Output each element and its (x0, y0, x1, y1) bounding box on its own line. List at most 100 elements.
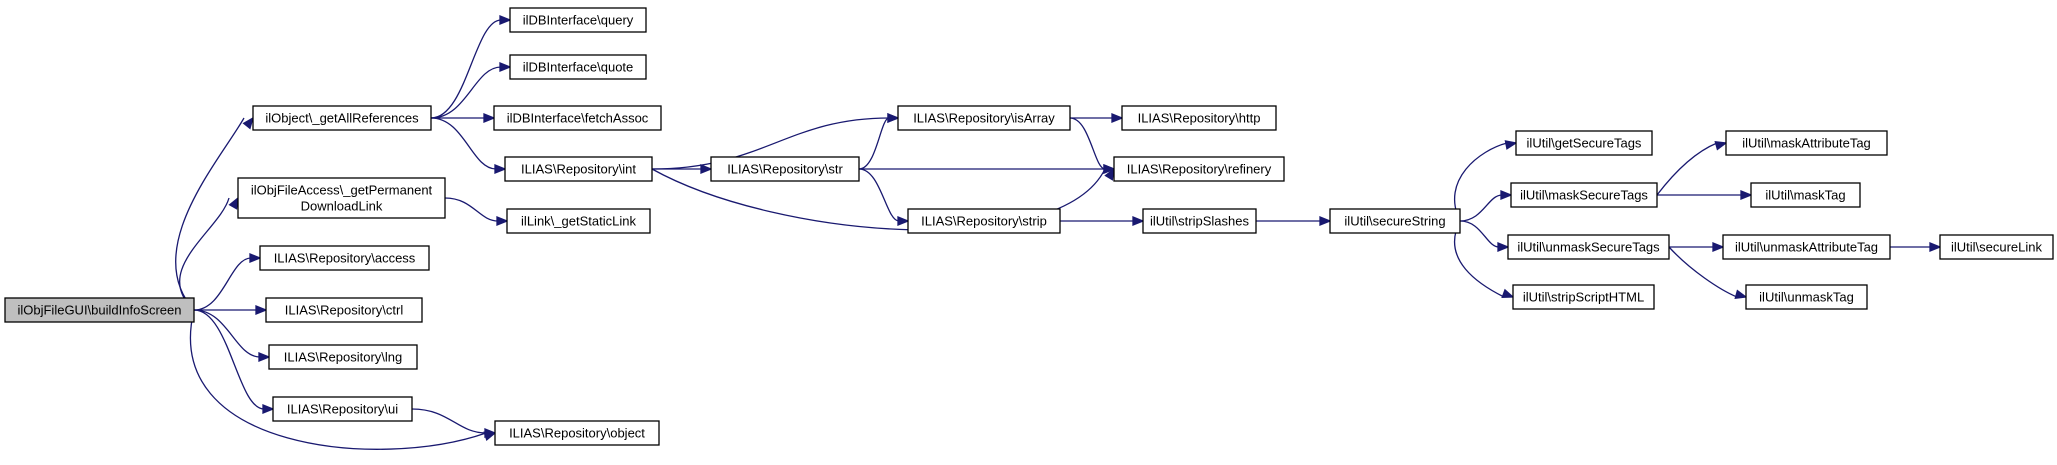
node-maskTag[interactable]: ilUtil\maskTag (1750, 182, 1861, 208)
arrowhead (249, 253, 262, 263)
node-buildInfoScreen[interactable]: ilObjFileGUI\buildInfoScreen (4, 297, 195, 323)
nodes-layer: ilObjFileGUI\buildInfoScreen ilObject\_ge… (4, 7, 2054, 446)
edge-buildInfoScreen-to-lng (193, 309, 271, 362)
node-fetchAssoc[interactable]: ilDBInterface\fetchAssoc (493, 105, 662, 131)
node-getStaticLink[interactable]: ilLink\_getStaticLink (506, 208, 651, 234)
node-label: ilUtil\unmaskAttributeTag (1735, 240, 1878, 255)
node-str[interactable]: ILIAS\Repository\str (710, 156, 860, 182)
node-label: ILIAS\Repository\access (274, 251, 416, 266)
node-box (1745, 284, 1868, 310)
node-access[interactable]: ILIAS\Repository\access (259, 245, 430, 271)
node-label: ilUtil\stripScriptHTML (1523, 290, 1644, 305)
node-box (509, 7, 647, 33)
arrowhead (483, 113, 496, 123)
node-label: ilUtil\maskSecureTags (1520, 188, 1648, 203)
node-http[interactable]: ILIAS\Repository\http (1121, 105, 1277, 131)
node-isArray[interactable]: ILIAS\Repository\isArray (897, 105, 1071, 131)
edge-int-to-str (651, 164, 713, 174)
node-refinery[interactable]: ILIAS\Repository\refinery (1113, 156, 1285, 182)
node-ctrl[interactable]: ILIAS\Repository\ctrl (265, 297, 423, 323)
node-secureString[interactable]: ilUtil\secureString (1329, 208, 1461, 234)
node-box (1512, 284, 1655, 310)
arrowhead (499, 62, 512, 72)
edge-line (1668, 246, 1738, 298)
node-label: ilDBInterface\fetchAssoc (507, 111, 649, 126)
node-box (252, 105, 432, 131)
node-int[interactable]: ILIAS\Repository\int (504, 156, 653, 182)
node-object[interactable]: ILIAS\Repository\object (494, 420, 660, 446)
node-quote[interactable]: ilDBInterface\quote (509, 54, 647, 80)
node-unmaskAttributeTag[interactable]: ilUtil\unmaskAttributeTag (1722, 234, 1891, 260)
edge-getAllReferences-to-fetchAssoc (431, 113, 496, 123)
node-box (1121, 105, 1277, 131)
node-label: ILIAS\Repository\lng (284, 350, 403, 365)
arrowhead (258, 352, 271, 362)
node-box (710, 156, 860, 182)
node-box (1722, 234, 1891, 260)
node-maskAttributeTag[interactable]: ilUtil\maskAttributeTag (1725, 130, 1888, 156)
node-getSecureTags[interactable]: ilUtil\getSecureTags (1515, 130, 1653, 156)
edge-str-to-strip (858, 168, 910, 226)
edge-secureString-to-getSecureTags (1454, 140, 1518, 222)
edge-isArray-to-http (1070, 113, 1124, 123)
edge-strip-to-stripSlashes (1060, 216, 1145, 226)
edge-line (444, 197, 499, 222)
node-unmaskSecureTags[interactable]: ilUtil\unmaskSecureTags (1507, 234, 1670, 260)
edge-line (193, 257, 252, 311)
edge-buildInfoScreen-to-getPermanentDownloadLink (179, 196, 239, 311)
arrowhead (496, 216, 509, 226)
node-stripSlashes[interactable]: ilUtil\stripSlashes (1142, 208, 1257, 234)
node-box (1515, 130, 1653, 156)
node-label: ilUtil\secureLink (1951, 240, 2043, 255)
node-stripScriptHTML[interactable]: ilUtil\stripScriptHTML (1512, 284, 1655, 310)
edge-line (430, 117, 497, 170)
edge-ui-to-object (411, 408, 497, 438)
node-lng[interactable]: ILIAS\Repository\lng (268, 344, 418, 370)
edge-line (411, 408, 487, 434)
node-label: ilUtil\stripSlashes (1150, 214, 1249, 229)
node-label: ilUtil\getSecureTags (1527, 136, 1642, 151)
arrowhead (1500, 190, 1513, 200)
node-box (1329, 208, 1461, 234)
edge-str-to-isArray (858, 113, 900, 170)
edge-line (430, 19, 502, 119)
node-label: ilUtil\maskTag (1765, 188, 1845, 203)
node-label: ILIAS\Repository\isArray (913, 111, 1055, 126)
arrowhead (1929, 242, 1942, 252)
edge-secureString-to-maskSecureTags (1459, 190, 1513, 222)
edge-secureString-to-stripScriptHTML (1453, 220, 1515, 299)
arrowhead (897, 216, 910, 226)
node-box (493, 105, 662, 131)
edge-getAllReferences-to-quote (430, 62, 512, 119)
node-box (506, 208, 651, 234)
node-unmaskTag[interactable]: ilUtil\unmaskTag (1745, 284, 1868, 310)
edge-line (1454, 142, 1508, 222)
edge-maskSecureTags-to-maskAttributeTag (1656, 140, 1728, 196)
arrowhead (262, 404, 275, 414)
node-query[interactable]: ilDBInterface\query (509, 7, 647, 33)
edge-line (1459, 194, 1503, 222)
edge-line (175, 117, 245, 311)
arrowhead (255, 305, 268, 315)
arrowhead (700, 164, 713, 174)
arrowhead (1132, 216, 1145, 226)
node-label: ilObject\_getAllReferences (265, 111, 419, 126)
node-ui[interactable]: ILIAS\Repository\ui (272, 396, 413, 422)
edge-maskSecureTags-to-maskTag (1657, 190, 1753, 200)
edge-getPermanentDownloadLink-to-getStaticLink (444, 197, 509, 226)
edge-line (193, 309, 261, 358)
node-box (504, 156, 653, 182)
node-getAllReferences[interactable]: ilObject\_getAllReferences (252, 105, 432, 131)
node-label: ilDBInterface\query (523, 13, 634, 28)
edge-line (430, 66, 502, 119)
node-maskSecureTags[interactable]: ilUtil\maskSecureTags (1510, 182, 1658, 208)
node-box (1113, 156, 1285, 182)
edge-unmaskAttributeTag-to-secureLink (1890, 242, 1942, 252)
node-strip[interactable]: ILIAS\Repository\strip (907, 208, 1061, 234)
node-getPermanentDownloadLink[interactable]: ilObjFileAccess\_getPermanentDownloadLin… (237, 177, 446, 219)
edge-getAllReferences-to-query (430, 15, 512, 119)
node-secureLink[interactable]: ilUtil\secureLink (1939, 234, 2054, 260)
node-label: ILIAS\Repository\object (509, 426, 645, 441)
edge-stripSlashes-to-secureString (1256, 216, 1332, 226)
